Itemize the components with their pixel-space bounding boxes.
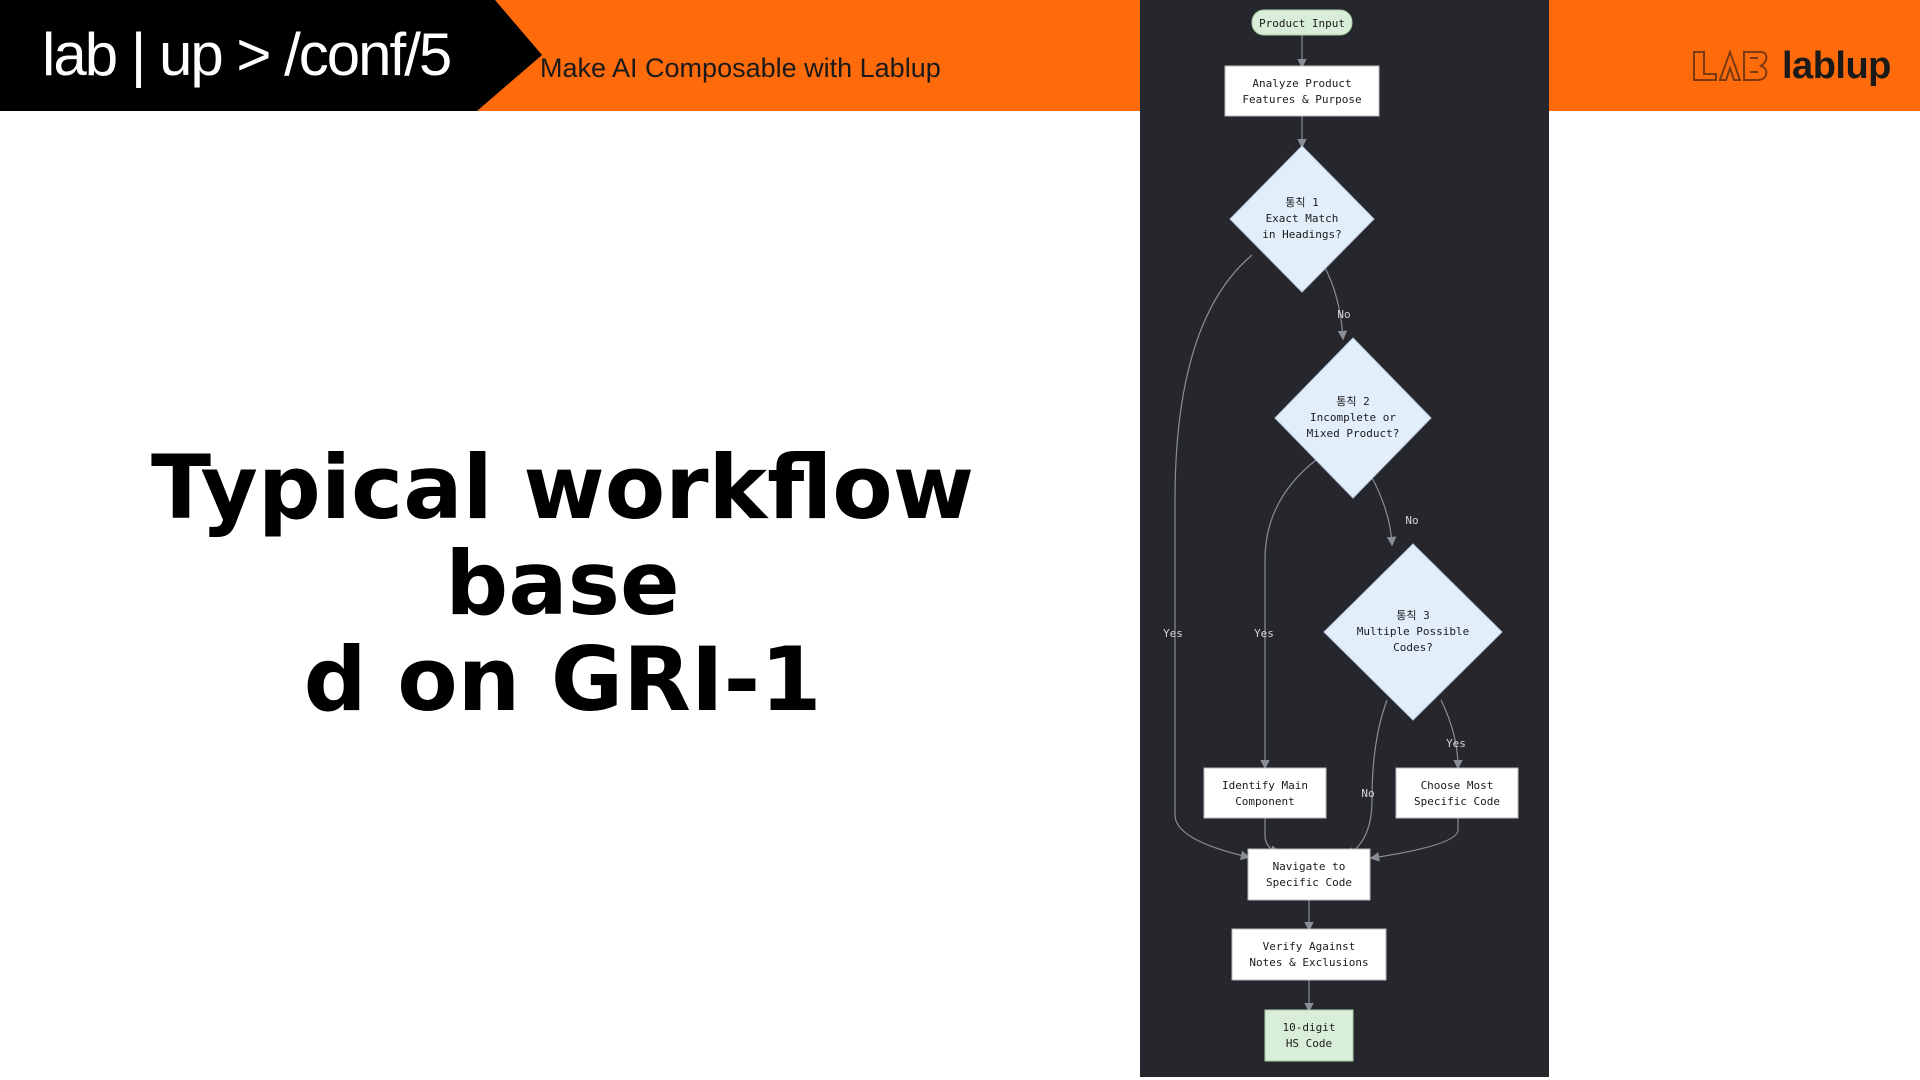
node-rule2-line-2: Incomplete or (1310, 411, 1396, 424)
brand-block (0, 0, 542, 111)
node-rule2-decision: 통칙 2 Incomplete or Mixed Product? (1274, 337, 1432, 499)
slide-title-line-2: d on GRI-1 (303, 628, 822, 731)
node-rule1-decision: 통칙 1 Exact Match in Headings? (1229, 145, 1375, 293)
edge-label-rule1-yes: Yes (1163, 627, 1183, 640)
node-result-line-1: 10-digit (1283, 1021, 1336, 1034)
edge-label-rule3-no: No (1361, 787, 1374, 800)
node-verify-line-2: Notes & Exclusions (1249, 956, 1368, 969)
header-tagline: Make AI Composable with Lablup (540, 53, 941, 83)
edge-identify-navigate (1264, 818, 1281, 855)
node-product-input-label: Product Input (1259, 17, 1345, 30)
node-identify-line-1: Identify Main (1222, 779, 1308, 792)
edge-choose-navigate (1369, 818, 1459, 862)
edge-label-rule1-no: No (1337, 308, 1350, 321)
node-result-line-2: HS Code (1286, 1037, 1332, 1050)
node-choose-line-1: Choose Most (1421, 779, 1494, 792)
edge-rule2-no (1369, 473, 1397, 547)
edge-rule3-yes (1440, 699, 1463, 770)
lablup-logo-icon (1693, 49, 1768, 81)
node-rule1-line-1: 통칙 1 (1285, 196, 1319, 209)
logo-text: lablup (1782, 44, 1891, 87)
edge-label-rule2-yes: Yes (1254, 627, 1274, 640)
edge-rule1-yes (1174, 254, 1253, 861)
slide-title: Typical workflow base d on GRI-1 (40, 440, 1085, 728)
flowchart: No No Yes Yes Yes No Product Input Analy… (1163, 9, 1519, 1062)
node-hs-code-result: 10-digit HS Code (1264, 1009, 1354, 1062)
node-product-input: Product Input (1251, 9, 1353, 36)
edge-label-rule3-yes: Yes (1446, 737, 1466, 750)
node-rule3-decision: 통칙 3 Multiple Possible Codes? (1323, 543, 1503, 721)
node-analyze: Analyze Product Features & Purpose (1224, 65, 1380, 117)
edge-rule1-no (1323, 265, 1348, 341)
edge-rule2-yes (1260, 459, 1317, 770)
node-identify-line-2: Component (1235, 795, 1295, 808)
node-navigate-line-1: Navigate to (1273, 860, 1346, 873)
node-choose-line-2: Specific Code (1414, 795, 1500, 808)
node-rule1-line-2: Exact Match (1266, 212, 1339, 225)
node-identify-main-component: Identify Main Component (1203, 767, 1327, 819)
node-choose-specific-code: Choose Most Specific Code (1395, 767, 1519, 819)
lablup-logo: lablup (1690, 44, 1891, 88)
node-rule2-line-3: Mixed Product? (1307, 427, 1400, 440)
node-rule2-line-1: 통칙 2 (1336, 395, 1370, 408)
slide-title-line-1: Typical workflow base (150, 436, 975, 635)
flowchart-panel: No No Yes Yes Yes No Product Input Analy… (1140, 0, 1549, 1077)
node-rule3-line-1: 통칙 3 (1396, 609, 1430, 622)
node-verify-line-1: Verify Against (1263, 940, 1356, 953)
node-navigate-specific-code: Navigate to Specific Code (1247, 848, 1371, 901)
node-analyze-line-1: Analyze Product (1252, 77, 1351, 90)
edge-label-rule2-no: No (1405, 514, 1418, 527)
node-analyze-line-2: Features & Purpose (1242, 93, 1361, 106)
edge-rule3-no (1345, 699, 1388, 857)
node-verify-notes: Verify Against Notes & Exclusions (1231, 928, 1387, 981)
node-rule3-line-2: Multiple Possible (1357, 625, 1470, 638)
node-navigate-line-2: Specific Code (1266, 876, 1352, 889)
node-rule1-line-3: in Headings? (1262, 228, 1341, 241)
conference-brand: lab | up > /conf/5 (42, 21, 452, 88)
node-rule3-line-3: Codes? (1393, 641, 1433, 654)
